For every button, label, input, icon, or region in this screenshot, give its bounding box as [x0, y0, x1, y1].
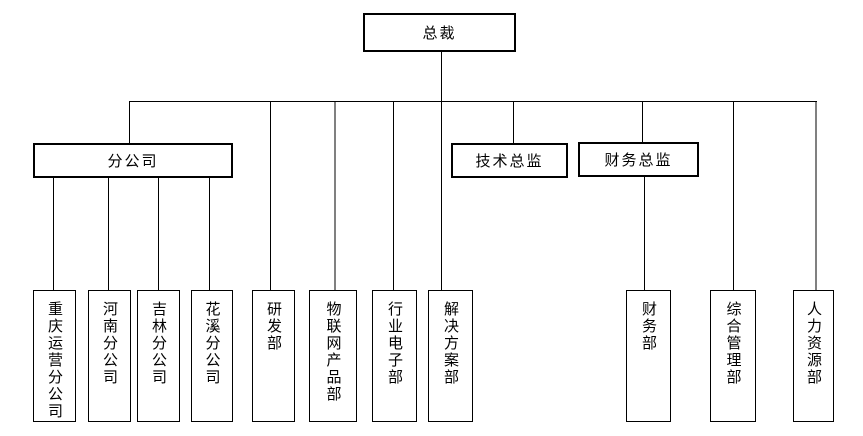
- connector-line: [513, 102, 514, 143]
- connector-line: [642, 102, 643, 142]
- org-node-label: 解决方案部: [442, 301, 459, 386]
- org-node-label: 行业电子部: [386, 301, 403, 386]
- org-node-huaxi-branch: 花溪分公司: [191, 290, 233, 422]
- org-node-label: 研发部: [265, 301, 282, 352]
- connector-line: [108, 178, 109, 290]
- org-node-label: 综合管理部: [724, 301, 742, 386]
- org-node-president: 总裁: [363, 13, 516, 52]
- connector-line: [158, 178, 159, 290]
- connector-line: [644, 177, 645, 290]
- org-node-industry-electronics-dept: 行业电子部: [372, 290, 417, 422]
- org-node-label: 重庆运营分公司: [46, 301, 63, 420]
- connector-line: [733, 102, 734, 290]
- org-node-label: 技术总监: [475, 153, 544, 170]
- connector-line: [441, 52, 442, 101]
- org-node-tech-director: 技术总监: [451, 143, 568, 178]
- org-node-solutions-dept: 解决方案部: [428, 290, 473, 422]
- org-node-henan-branch: 河南分公司: [88, 290, 131, 422]
- org-node-label: 财务部: [640, 301, 657, 352]
- org-node-label: 总裁: [422, 25, 457, 42]
- connector-line: [441, 102, 442, 290]
- org-node-hr-dept: 人力资源部: [793, 290, 834, 422]
- org-node-general-management-dept: 综合管理部: [710, 290, 756, 422]
- org-node-label: 花溪分公司: [203, 301, 221, 386]
- connector-line: [334, 102, 336, 290]
- org-node-rnd-dept: 研发部: [252, 290, 295, 422]
- org-node-label: 财务总监: [604, 152, 673, 169]
- org-node-label: 河南分公司: [101, 301, 118, 386]
- org-node-label: 人力资源部: [805, 301, 822, 386]
- org-node-label: 物联网产品部: [324, 301, 342, 403]
- connector-line: [129, 101, 817, 102]
- org-node-finance-director: 财务总监: [578, 142, 699, 177]
- connector-line: [270, 102, 271, 290]
- connector-line: [53, 178, 54, 290]
- org-node-label: 分公司: [107, 153, 159, 170]
- org-node-finance-dept: 财务部: [626, 290, 671, 422]
- org-node-label: 吉林分公司: [150, 301, 167, 386]
- org-node-iot-product-dept: 物联网产品部: [309, 290, 357, 422]
- connector-line: [393, 102, 394, 290]
- org-node-branch-companies: 分公司: [33, 143, 233, 178]
- connector-line: [209, 178, 210, 290]
- connector-line: [815, 102, 817, 290]
- connector-line: [129, 102, 130, 143]
- org-node-chongqing-branch: 重庆运营分公司: [33, 290, 76, 422]
- org-node-jilin-branch: 吉林分公司: [137, 290, 180, 422]
